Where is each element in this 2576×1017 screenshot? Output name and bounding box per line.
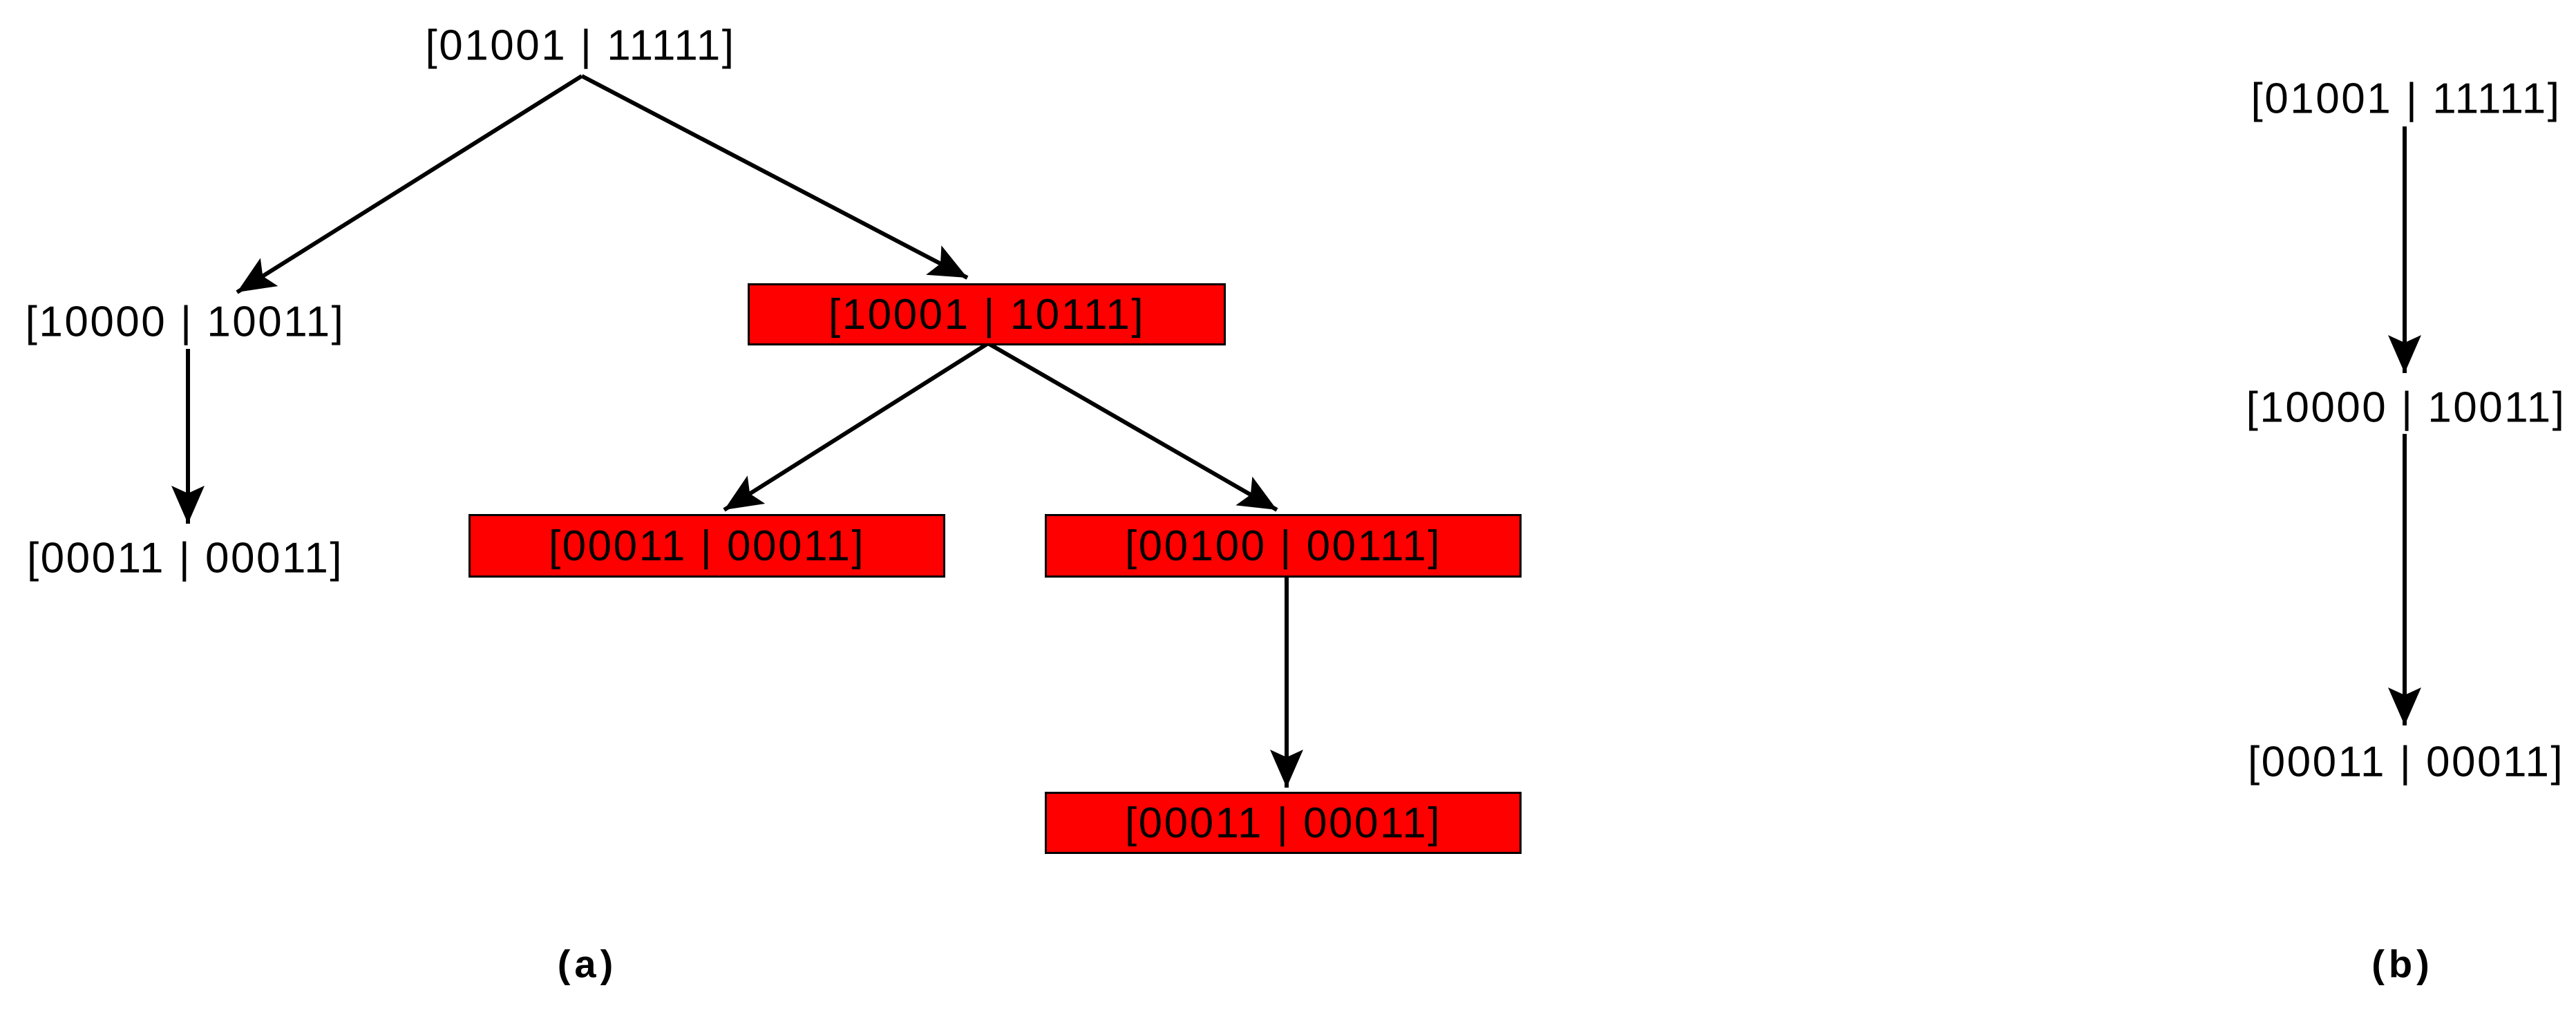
node-b-leaf: [00011 | 00011] bbox=[2247, 738, 2565, 786]
node-a-right-left-leaf: [00011 | 00011] bbox=[468, 514, 945, 578]
node-a-root: [01001 | 11111] bbox=[425, 21, 736, 70]
node-a-left-child: [10000 | 10011] bbox=[25, 298, 345, 346]
node-a-right-right-child: [00100 | 00111] bbox=[1045, 514, 1522, 578]
node-a-right-right-leaf: [00011 | 00011] bbox=[1045, 792, 1522, 854]
node-b-middle: [10000 | 10011] bbox=[2246, 383, 2566, 432]
edge-a-right-child-to-right-right-child bbox=[987, 341, 1278, 512]
node-a-right-child: [10001 | 10111] bbox=[748, 283, 1226, 345]
edge-a-root-to-left-child bbox=[236, 74, 583, 294]
node-b-root: [01001 | 11111] bbox=[2251, 75, 2561, 123]
node-a-left-leaf: [00011 | 00011] bbox=[26, 534, 344, 582]
panel-a-caption: (a) bbox=[557, 942, 618, 986]
edge-a-root-to-right-child bbox=[580, 74, 969, 280]
panel-b-caption: (b) bbox=[2371, 942, 2434, 986]
edge-a-right-child-to-right-left-leaf bbox=[723, 341, 989, 512]
